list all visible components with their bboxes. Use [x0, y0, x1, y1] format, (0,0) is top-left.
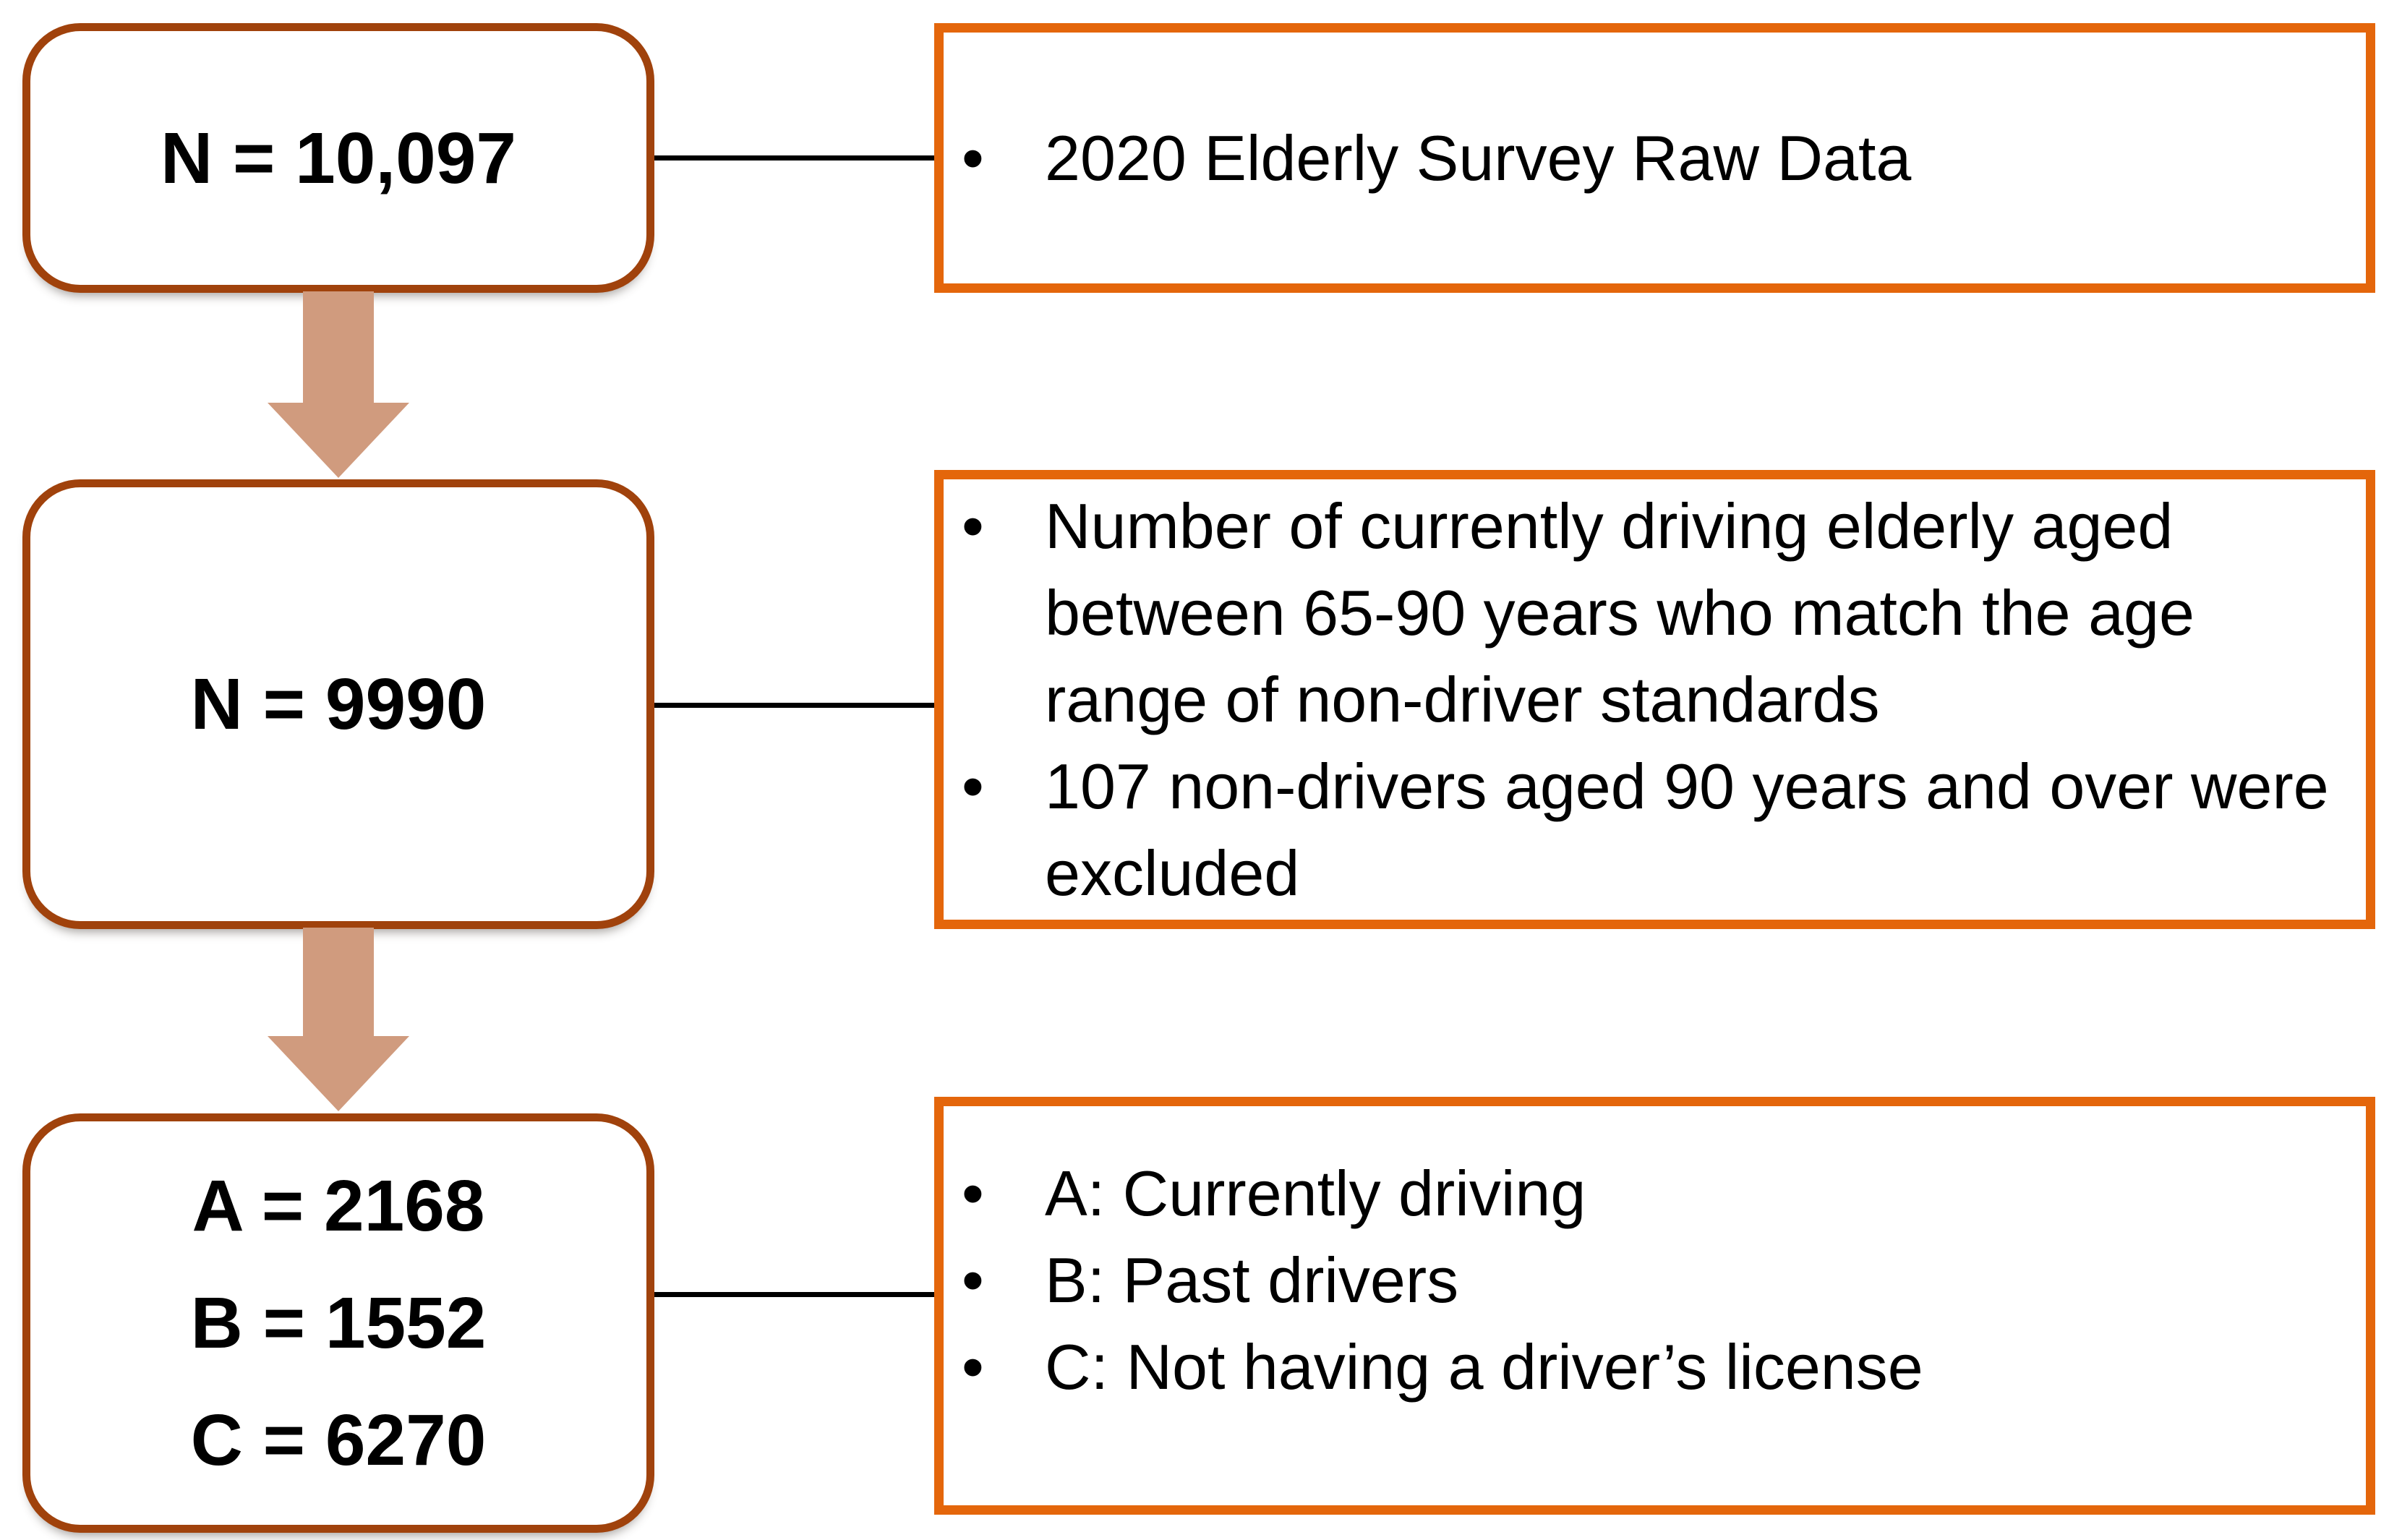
node-value: N = 10,097 — [160, 117, 517, 199]
note-content: • A: Currently driving • B: Past drivers… — [962, 1106, 2344, 1505]
note-line: Number of currently driving elderly aged — [1045, 489, 2174, 562]
note-content: • 2020 Elderly Survey Raw Data — [962, 33, 2344, 283]
connector-line — [654, 703, 936, 708]
note-line: C: Not having a driver’s license — [1045, 1331, 1923, 1403]
note-line: B: Past drivers — [1045, 1244, 1459, 1316]
note-group-legend: • A: Currently driving • B: Past drivers… — [934, 1097, 2375, 1515]
bullet-text: C: Not having a driver’s license — [1045, 1324, 2344, 1411]
note-inclusion-criteria: • Number of currently driving elderly ag… — [934, 470, 2375, 929]
note-line: between 65-90 years who match the age — [1045, 576, 2194, 649]
node-value: N = 9990 — [190, 664, 487, 745]
down-arrow-icon — [303, 291, 374, 404]
connector-line — [654, 155, 936, 161]
node-value-c: C = 6270 — [190, 1400, 487, 1481]
bullet-icon: • — [962, 489, 984, 562]
bullet-text: 107 non-drivers aged 90 years and over w… — [1045, 743, 2344, 917]
bullet-item: • B: Past drivers — [962, 1237, 2344, 1324]
bullet-icon: • — [962, 1331, 984, 1403]
bullet-text: 2020 Elderly Survey Raw Data — [1045, 115, 2344, 202]
note-content: • Number of currently driving elderly ag… — [962, 479, 2344, 920]
bullet-icon: • — [962, 750, 984, 822]
down-arrow-icon — [268, 1036, 409, 1111]
node-total-sample: N = 10,097 — [22, 23, 654, 293]
bullet-icon: • — [962, 1244, 984, 1316]
bullet-item: • C: Not having a driver’s license — [962, 1324, 2344, 1411]
note-line: 107 non-drivers aged 90 years and over w… — [1045, 750, 2329, 822]
note-line: A: Currently driving — [1045, 1158, 1586, 1229]
down-arrow-icon — [268, 403, 409, 478]
bullet-item: • 2020 Elderly Survey Raw Data — [962, 115, 2344, 202]
node-value-b: B = 1552 — [190, 1283, 487, 1364]
bullet-item: • Number of currently driving elderly ag… — [962, 483, 2344, 743]
bullet-item: • 107 non-drivers aged 90 years and over… — [962, 743, 2344, 917]
connector-line — [654, 1292, 936, 1297]
note-line: excluded — [1045, 837, 1300, 909]
node-filtered-sample: N = 9990 — [22, 479, 654, 929]
bullet-item: • A: Currently driving — [962, 1150, 2344, 1237]
bullet-text: Number of currently driving elderly aged… — [1045, 483, 2344, 743]
bullet-text: B: Past drivers — [1045, 1237, 2344, 1324]
bullet-icon: • — [962, 1158, 984, 1229]
down-arrow-icon — [303, 928, 374, 1038]
node-value-a: A = 2168 — [192, 1165, 485, 1246]
note-line: 2020 Elderly Survey Raw Data — [1045, 121, 1912, 194]
note-raw-data: • 2020 Elderly Survey Raw Data — [934, 23, 2375, 293]
bullet-text: A: Currently driving — [1045, 1150, 2344, 1237]
bullet-icon: • — [962, 121, 984, 194]
node-group-counts: A = 2168 B = 1552 C = 6270 — [22, 1113, 654, 1533]
note-line: range of non-driver standards — [1045, 663, 1880, 735]
